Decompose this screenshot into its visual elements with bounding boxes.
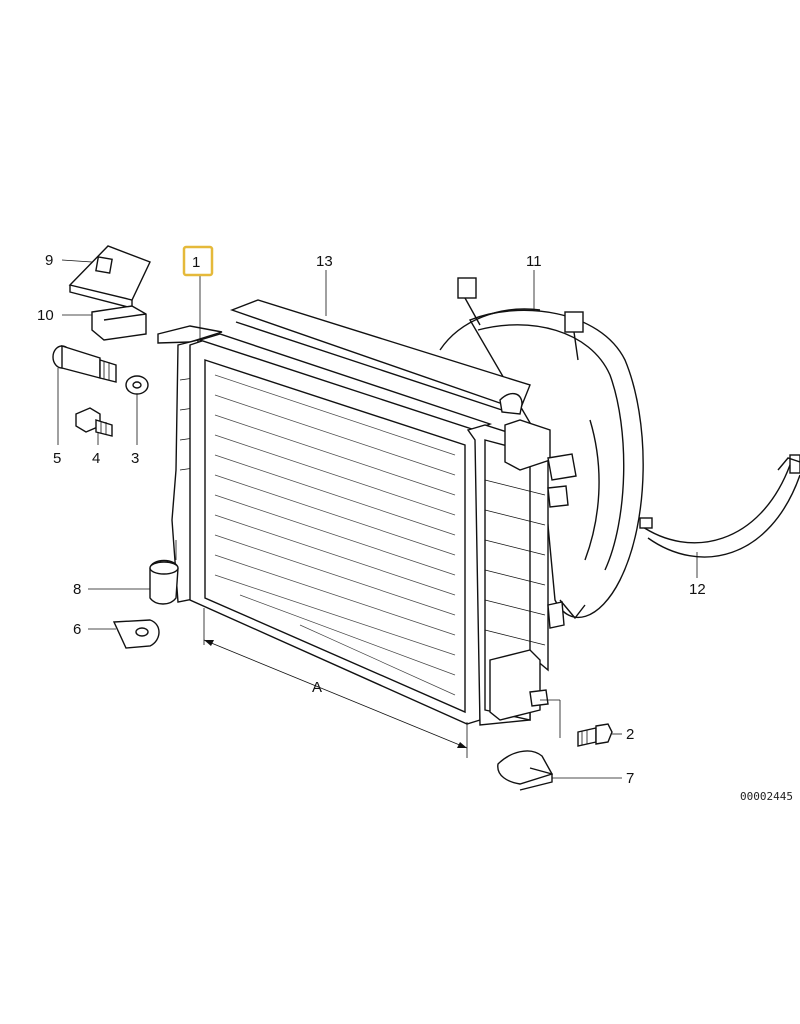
bolt-part-4 xyxy=(75,407,113,437)
callout-12[interactable]: 12 xyxy=(689,581,706,598)
radiator xyxy=(157,325,577,726)
screw-part-2 xyxy=(577,723,613,747)
leader-lines xyxy=(57,259,698,779)
clip-part-9 xyxy=(68,245,151,309)
callout-3[interactable]: 3 xyxy=(131,450,139,467)
callout-9[interactable]: 9 xyxy=(45,252,53,269)
callout-7[interactable]: 7 xyxy=(626,770,634,787)
callout-10[interactable]: 10 xyxy=(37,307,54,324)
callout-1-highlight xyxy=(182,245,214,277)
seal-strip xyxy=(229,299,531,415)
dimension-a: A xyxy=(203,608,468,758)
dimension-a-label: A xyxy=(312,679,322,696)
callout-5[interactable]: 5 xyxy=(53,450,61,467)
radiator-fins xyxy=(214,374,456,696)
washer-part-3 xyxy=(125,375,149,395)
callout-11[interactable]: 11 xyxy=(526,253,542,270)
callout-6[interactable]: 6 xyxy=(73,621,81,638)
temp-switch-part-5 xyxy=(52,345,117,383)
callouts: 1 2 3 4 5 6 7 8 9 10 11 12 13 xyxy=(37,252,706,787)
callout-2[interactable]: 2 xyxy=(626,726,634,743)
callout-4[interactable]: 4 xyxy=(92,450,100,467)
fan-shroud-lower xyxy=(559,457,800,620)
callout-1[interactable]: 1 xyxy=(192,254,200,271)
rubber-pad-part-10 xyxy=(91,305,147,341)
callout-8[interactable]: 8 xyxy=(73,581,81,598)
callout-13[interactable]: 13 xyxy=(316,253,333,270)
clamp-part-6 xyxy=(112,619,160,649)
rubber-mount-part-8 xyxy=(149,559,179,605)
diagram-number: 00002445 xyxy=(740,790,793,803)
clamp-part-7 xyxy=(497,750,554,791)
